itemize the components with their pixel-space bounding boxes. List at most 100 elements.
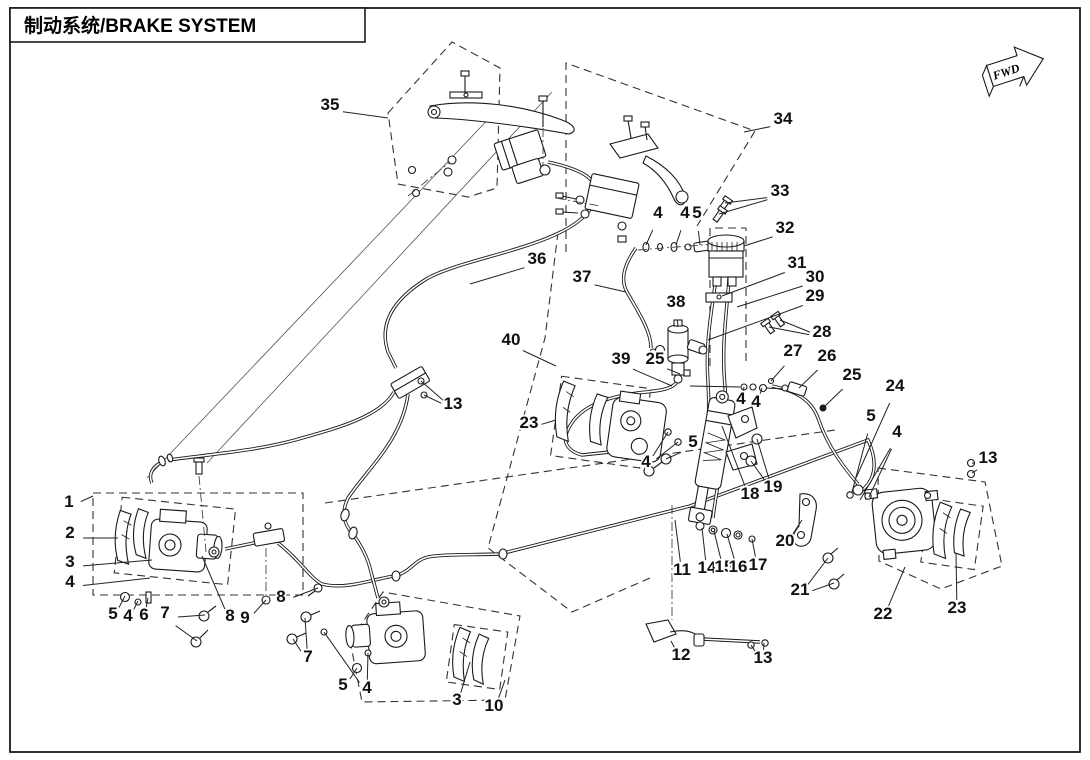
- leader-line-13: [971, 469, 978, 474]
- region-center-assembly: [487, 231, 651, 613]
- leader-line-19: [756, 438, 770, 480]
- leader-line-18: [721, 425, 746, 488]
- part-label-39: 39: [612, 349, 631, 368]
- part-label-4: 4: [641, 452, 651, 471]
- leader-line-6: [145, 597, 149, 608]
- part-label-4: 4: [892, 422, 902, 441]
- rear-master-cylinder-assembly: [671, 390, 763, 620]
- part-label-5: 5: [866, 406, 875, 425]
- center-caliper-assembly: [554, 380, 682, 477]
- leader-line-13: [423, 394, 442, 404]
- leader-line-12: [670, 640, 676, 649]
- region-front-right-caliper: [349, 591, 521, 703]
- part-label-13: 13: [444, 394, 463, 413]
- leader-line-33: [718, 199, 768, 215]
- region-front-right-pads: [445, 623, 509, 691]
- leader-line-4: [655, 441, 679, 460]
- part-label-35: 35: [321, 95, 340, 114]
- leader-line-7: [304, 617, 308, 650]
- fwd-arrow: FWD: [981, 46, 1045, 98]
- part-label-17: 17: [749, 555, 768, 574]
- part-label-29: 29: [806, 286, 825, 305]
- leader-line-4: [323, 631, 360, 683]
- rear-caliper-assembly: [846, 458, 976, 561]
- part-label-37: 37: [573, 267, 592, 286]
- part-label-5: 5: [338, 675, 347, 694]
- leader-line-4: [82, 577, 151, 586]
- part-label-27: 27: [784, 341, 803, 360]
- bolt-7a: [198, 610, 210, 622]
- leader-line-7: [292, 638, 302, 652]
- pipe-39: [564, 379, 679, 456]
- leader-line-35: [342, 111, 389, 119]
- bolt-7b: [190, 636, 202, 648]
- part-label-6: 6: [139, 605, 148, 624]
- leader-line-7: [177, 614, 206, 618]
- part-label-31: 31: [788, 253, 807, 272]
- hose-to-left-caliper: [167, 391, 395, 461]
- part-label-24: 24: [886, 376, 905, 395]
- leader-line-4: [868, 448, 892, 498]
- part-label-2: 2: [65, 523, 74, 542]
- region-left-lever: [565, 62, 756, 252]
- part-label-22: 22: [874, 604, 893, 623]
- part-label-28: 28: [813, 322, 832, 341]
- part-label-33: 33: [771, 181, 790, 200]
- part-label-23: 23: [948, 598, 967, 617]
- hose-long-run: [277, 438, 875, 587]
- region-front-lever: [387, 41, 501, 198]
- construction-line-2: [206, 91, 553, 464]
- part-label-5: 5: [688, 432, 697, 451]
- page-border: [9, 7, 1081, 753]
- part-label-3: 3: [452, 690, 461, 709]
- leader-line-15: [713, 530, 722, 560]
- part-label-5: 5: [692, 203, 701, 222]
- leader-line-4: [759, 387, 763, 395]
- leader-line-39: [632, 368, 673, 387]
- leader-line-10: [497, 679, 506, 699]
- part-label-4: 4: [123, 606, 133, 625]
- hose-junction-block: [158, 366, 508, 582]
- rear-line-fittings: [740, 310, 827, 412]
- part-label-4: 4: [736, 389, 746, 408]
- leader-line-3: [460, 661, 471, 693]
- leader-line-25: [666, 368, 681, 375]
- leader-line-14: [701, 527, 707, 561]
- leader-line-5: [851, 433, 869, 493]
- leader-line-19: [750, 460, 766, 482]
- part-label-7: 7: [160, 603, 169, 622]
- part-label-36: 36: [528, 249, 547, 268]
- part-label-5: 5: [108, 604, 117, 623]
- part-label-4: 4: [65, 572, 75, 591]
- part-label-11: 11: [673, 560, 691, 579]
- leader-line-36: [469, 267, 525, 285]
- leader-line-7: [175, 625, 198, 642]
- pin-6: [145, 591, 152, 604]
- leader-line-26: [798, 369, 818, 389]
- page-title: 制动系统/BRAKE SYSTEM: [24, 14, 256, 37]
- leader-line-28: [779, 319, 811, 333]
- leader-line-30: [736, 285, 803, 308]
- leader-line-4: [366, 652, 369, 681]
- part-label-13: 13: [979, 448, 998, 467]
- leader-line-20: [791, 519, 803, 536]
- part-label-26: 26: [818, 346, 837, 365]
- region-rear-pads: [920, 498, 984, 571]
- leader-line-9: [253, 599, 267, 614]
- part-label-19: 19: [764, 477, 783, 496]
- leader-line-4: [675, 230, 682, 246]
- part-label-40: 40: [502, 330, 521, 349]
- leader-line-22: [887, 566, 906, 608]
- leader-line-13: [420, 380, 444, 401]
- leader-line-23: [955, 552, 958, 601]
- part-label-23: 23: [520, 413, 539, 432]
- hose-left-elbow: [149, 462, 161, 484]
- part-label-25: 25: [843, 365, 862, 384]
- leader-line-5: [697, 230, 701, 246]
- leader-line-23: [541, 419, 557, 425]
- leader-line-1: [80, 495, 94, 503]
- region-front-left-caliper: [92, 492, 304, 596]
